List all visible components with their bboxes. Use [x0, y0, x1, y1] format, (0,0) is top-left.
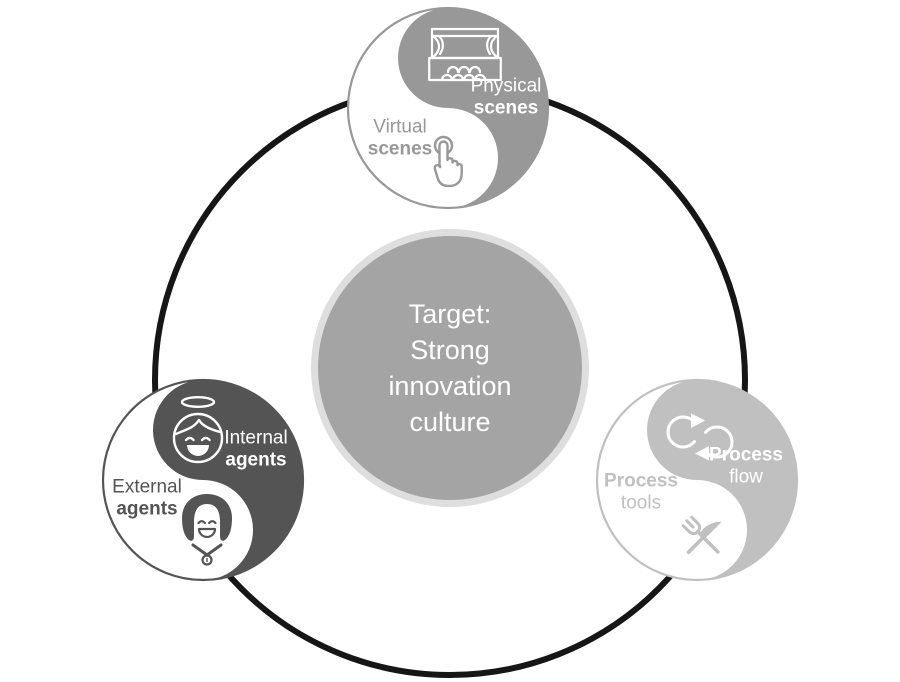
label-line: Internal: [224, 427, 288, 449]
virtual-scenes-label: Virtual scenes: [368, 117, 432, 160]
target-text: Target: Strong innovation culture: [388, 296, 511, 440]
process-yinyang: [595, 378, 799, 582]
label-line: Process: [604, 470, 678, 492]
label-line: scenes: [367, 138, 433, 159]
external-agents-label: External agents: [112, 477, 182, 520]
yinyang-dark-half: [153, 380, 303, 580]
yinyang-dark-half: [647, 380, 797, 580]
target-circle: Target: Strong innovation culture: [311, 229, 589, 507]
cycle-arrows-icon: [666, 413, 734, 461]
scenes-node: Physical scenes Virtual scenes: [346, 6, 550, 210]
target-line: Strong: [410, 335, 490, 365]
target-line: innovation: [388, 371, 512, 401]
label-line: scenes: [473, 97, 539, 118]
label-line: agents: [116, 498, 178, 519]
internal-agents-label: Internal agents: [224, 428, 287, 471]
label-line: Virtual: [373, 116, 427, 138]
process-node: Process flow Process tools: [595, 378, 799, 582]
process-flow-label: Process flow: [709, 445, 783, 488]
label-line: agents: [225, 449, 287, 470]
fork-knife-icon: [681, 515, 722, 555]
theater-stage-icon: [428, 27, 502, 82]
angel-face-icon: [172, 395, 224, 464]
physical-scenes-label: Physical scenes: [471, 76, 542, 119]
label-line: tools: [620, 492, 662, 513]
agents-node: Internal agents External agents: [101, 378, 305, 582]
agents-yinyang: [101, 378, 305, 582]
label-line: Process: [709, 444, 783, 466]
target-line: Target:: [408, 299, 492, 329]
label-line: flow: [729, 466, 763, 487]
label-line: Physical: [470, 75, 542, 97]
label-line: External: [112, 476, 182, 498]
process-tools-label: Process tools: [604, 471, 678, 514]
woman-badge-icon: [182, 494, 232, 566]
tap-hand-icon: [433, 135, 463, 188]
target-line: culture: [409, 407, 491, 437]
